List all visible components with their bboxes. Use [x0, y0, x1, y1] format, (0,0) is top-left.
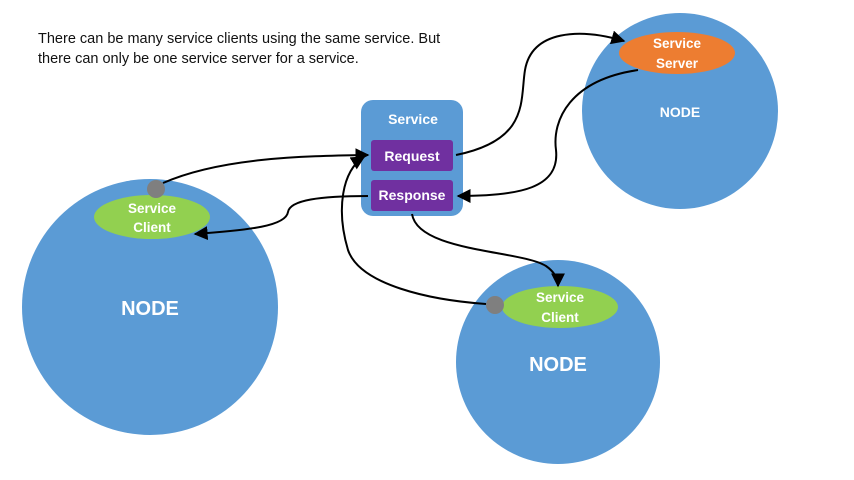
request-label: Request	[384, 148, 440, 164]
caption: There can be many service clients using …	[38, 29, 468, 69]
bottom-client-label-1: Service	[536, 290, 585, 305]
left-service-client[interactable]	[94, 195, 210, 239]
arrow-bottom-client-to-request	[340, 156, 487, 305]
request-block[interactable]	[371, 140, 453, 171]
bottom-client-label-2: Client	[541, 310, 579, 325]
arrow-server-to-response	[456, 69, 639, 203]
bottom-client-connector	[486, 296, 504, 314]
left-node-label: NODE	[121, 298, 179, 320]
service-server[interactable]	[619, 32, 735, 74]
arrow-request-to-server	[455, 30, 626, 156]
service-title: Service	[388, 111, 438, 127]
bottom-node: NODE Service Client	[456, 260, 660, 464]
response-block[interactable]	[371, 180, 453, 211]
server-node: NODE Service Server	[582, 13, 778, 209]
left-node: NODE Service Client	[22, 179, 278, 435]
left-client-connector	[147, 180, 165, 198]
server-label-1: Service	[653, 36, 702, 51]
arrows	[162, 30, 639, 305]
arrow-response-to-left-client	[193, 195, 369, 241]
left-client-label-1: Service	[128, 201, 177, 216]
left-node-circle	[22, 179, 278, 435]
left-client-label-2: Client	[133, 220, 171, 235]
caption-line-1: There can be many service clients using …	[38, 31, 441, 47]
caption-line-2: there can only be one service server for…	[38, 51, 359, 67]
response-label: Response	[379, 187, 446, 203]
arrow-left-client-to-request	[162, 148, 370, 184]
server-node-label: NODE	[660, 104, 700, 120]
server-label-2: Server	[656, 56, 699, 71]
service-box: Service Request Response	[361, 100, 463, 216]
arrow-response-to-bottom-client	[411, 213, 565, 288]
bottom-service-client[interactable]	[502, 286, 618, 328]
bottom-node-label: NODE	[529, 354, 587, 376]
